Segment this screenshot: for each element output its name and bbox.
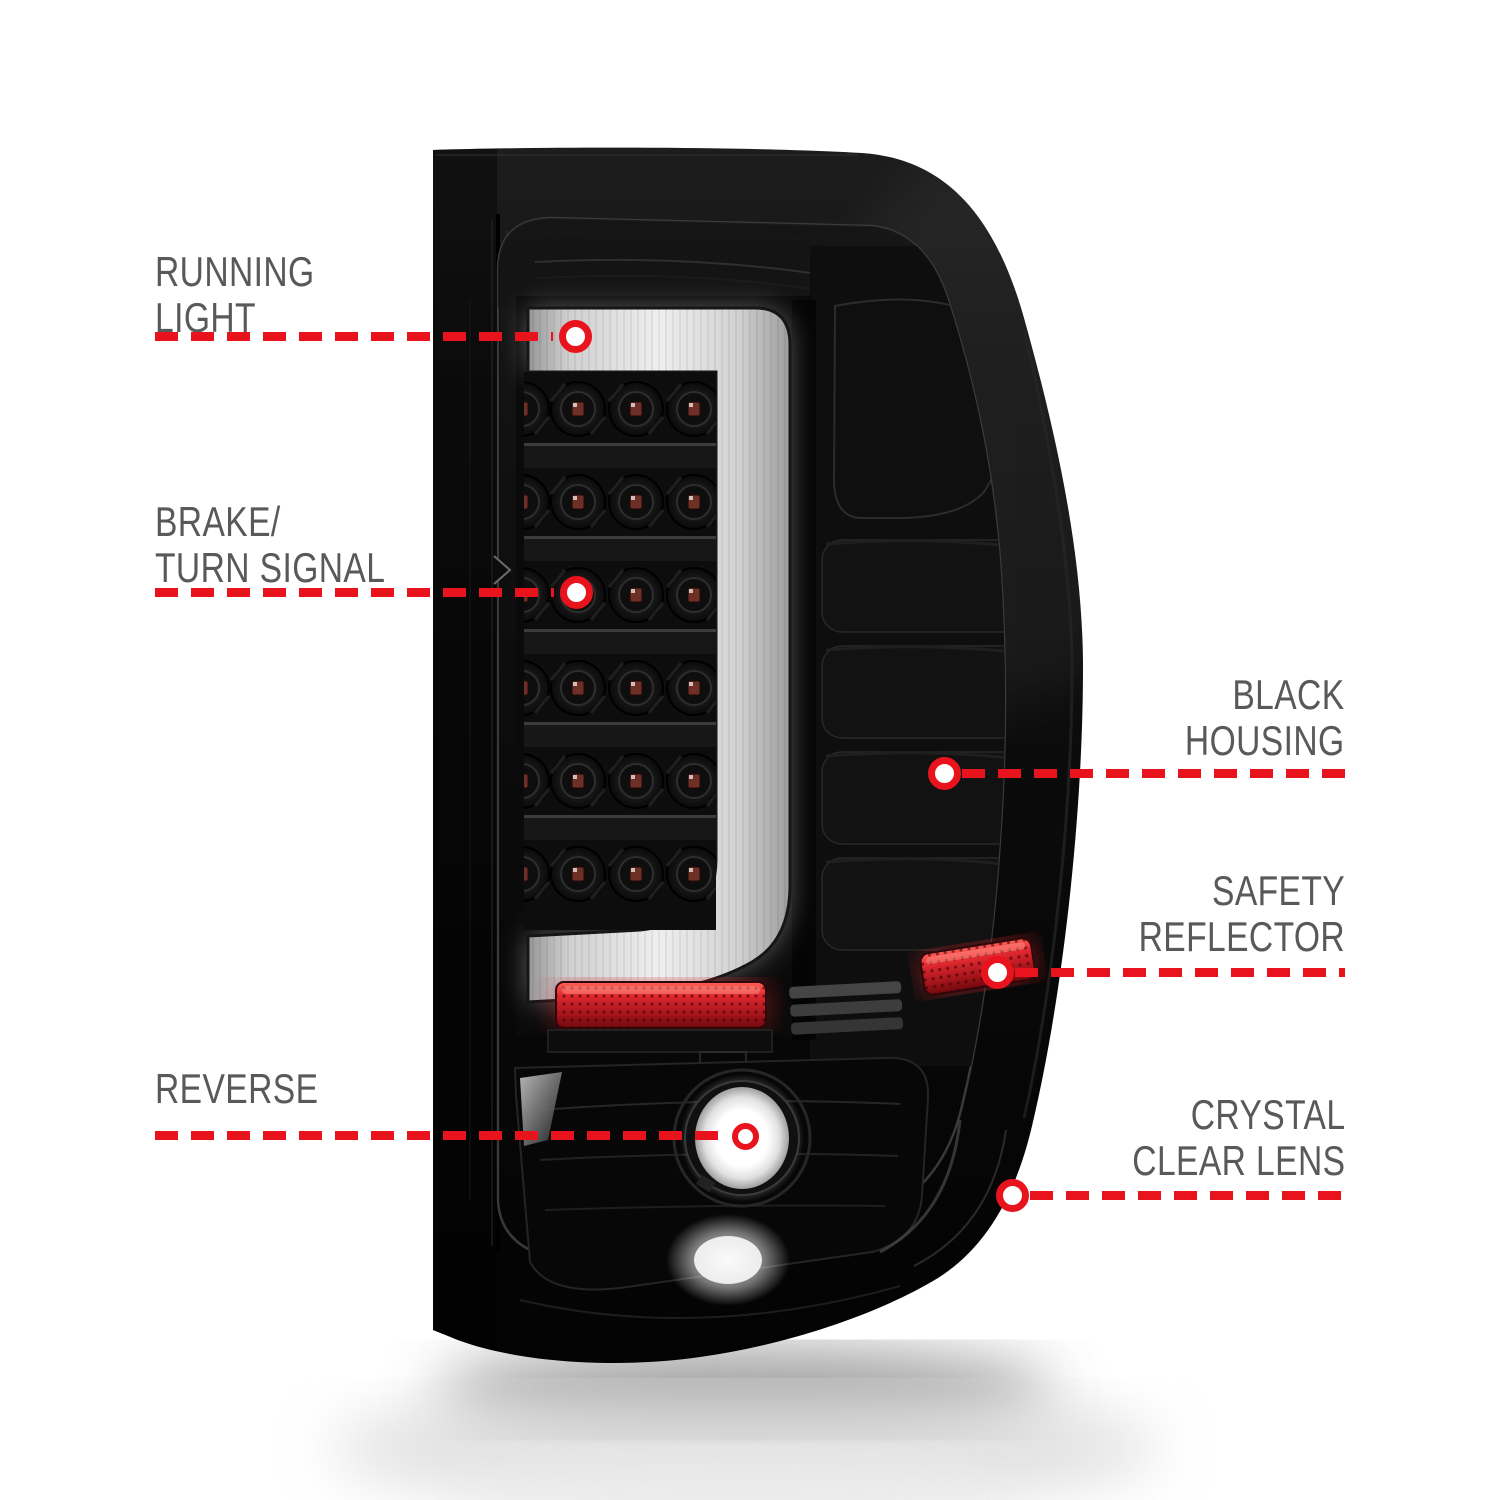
housing-body <box>433 147 1083 1363</box>
led-array <box>524 372 716 930</box>
label-line: RUNNING <box>155 248 315 295</box>
brake-turn-signal-label: BRAKE/ TURN SIGNAL <box>155 499 385 591</box>
safety-reflector-label: SAFETY REFLECTOR <box>1139 868 1345 960</box>
running-light-label: RUNNING LIGHT <box>155 249 315 341</box>
reverse-marker-icon <box>732 1123 759 1150</box>
lamp-shadow <box>330 1348 1160 1500</box>
reverse-leader-line <box>155 1131 725 1140</box>
crystal-clear-lens-leader-line <box>1030 1191 1345 1200</box>
black-housing-marker-icon <box>928 757 961 790</box>
running-light-marker-icon <box>559 320 592 353</box>
label-line: CLEAR LENS <box>1131 1137 1345 1184</box>
vent-slats <box>789 981 904 1035</box>
black-housing-leader-line <box>962 769 1345 778</box>
black-housing-label: BLACK HOUSING <box>1185 672 1345 764</box>
red-reflector-left <box>547 981 773 1089</box>
label-line: HOUSING <box>1185 717 1345 764</box>
crystal-clear-lens-marker-icon <box>996 1179 1029 1212</box>
label-line: REVERSE <box>155 1065 319 1112</box>
brake-turn-signal-leader-line <box>155 588 554 597</box>
label-line: SAFETY <box>1211 867 1345 914</box>
running-light-leader-line <box>155 332 553 341</box>
label-line: BRAKE/ <box>155 498 281 545</box>
safety-reflector-leader-line <box>1015 968 1345 977</box>
label-line: BLACK <box>1232 671 1345 718</box>
crystal-clear-lens-label: CRYSTAL CLEAR LENS <box>1132 1092 1345 1184</box>
brake-turn-signal-marker-icon <box>560 576 593 609</box>
mounting-tab <box>493 555 512 585</box>
safety-reflector-marker-icon <box>981 956 1014 989</box>
reverse-label: REVERSE <box>155 1066 318 1112</box>
label-line: TURN SIGNAL <box>155 544 386 591</box>
label-line: REFLECTOR <box>1138 913 1345 960</box>
label-line: CRYSTAL <box>1190 1091 1345 1138</box>
